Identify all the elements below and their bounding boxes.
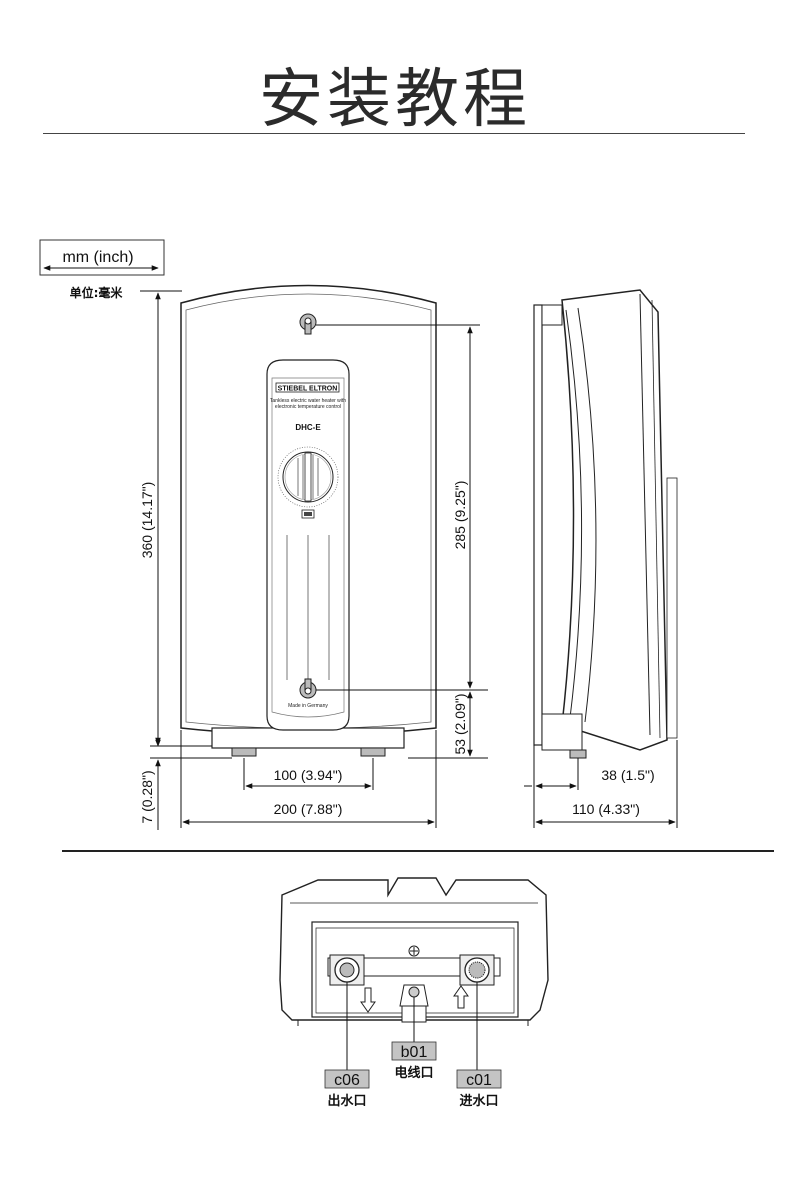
side-view xyxy=(533,289,678,759)
units-legend: mm (inch) xyxy=(39,239,165,276)
page-title: 安装教程 xyxy=(259,63,531,137)
title-divider xyxy=(43,133,745,134)
dim-feet-height: 7 (0.28") xyxy=(139,770,155,823)
arrow-down-icon xyxy=(360,987,376,1013)
mounting-hole-icon xyxy=(299,313,317,335)
units-legend-text: mm (inch) xyxy=(62,249,133,266)
brand-logo: STIEBEL ELTRON xyxy=(278,386,338,393)
connection-code: c06 xyxy=(334,1072,360,1089)
connection-name: 出水口 xyxy=(327,1093,366,1109)
connection-label-c06: c06 出水口 xyxy=(324,1069,370,1109)
dim-width-total: 200 (7.88") xyxy=(274,801,343,817)
water-inlet-icon xyxy=(459,954,495,986)
dim-side-offset: 38 (1.5") xyxy=(601,767,654,783)
connection-name: 电线口 xyxy=(394,1065,433,1081)
mounting-hole-icon xyxy=(299,678,317,699)
connection-name: 进水口 xyxy=(459,1093,498,1109)
dim-height-total: 360 (14.17") xyxy=(139,482,155,559)
front-view: STIEBEL ELTRON Tankless electric water h… xyxy=(180,284,437,757)
arrow-up-icon xyxy=(453,985,469,1009)
panel-desc-2: electronic temperature control xyxy=(275,404,341,410)
dim-depth-total: 110 (4.33") xyxy=(572,801,640,817)
dim-feet-spacing: 100 (3.94") xyxy=(274,767,343,783)
connection-code: c01 xyxy=(466,1072,492,1089)
model-label: DHC-E xyxy=(295,423,321,432)
dim-hole-spacing: 285 (9.25") xyxy=(452,481,468,550)
unit-note: 单位:毫米 xyxy=(70,285,124,300)
connection-label-c01: c01 进水口 xyxy=(456,1069,502,1109)
section-divider xyxy=(62,850,774,852)
screw-icon xyxy=(408,945,420,957)
water-outlet-icon xyxy=(329,954,365,986)
temperature-dial-icon xyxy=(277,446,339,508)
dim-bottom-to-hole: 53 (2.09") xyxy=(452,693,468,754)
connection-label-b01: b01 电线口 xyxy=(391,1041,437,1081)
made-in-label: Made in Germany xyxy=(288,703,328,709)
panel-desc-1: Tankless electric water heater with xyxy=(270,398,346,404)
connection-code: b01 xyxy=(401,1044,428,1061)
